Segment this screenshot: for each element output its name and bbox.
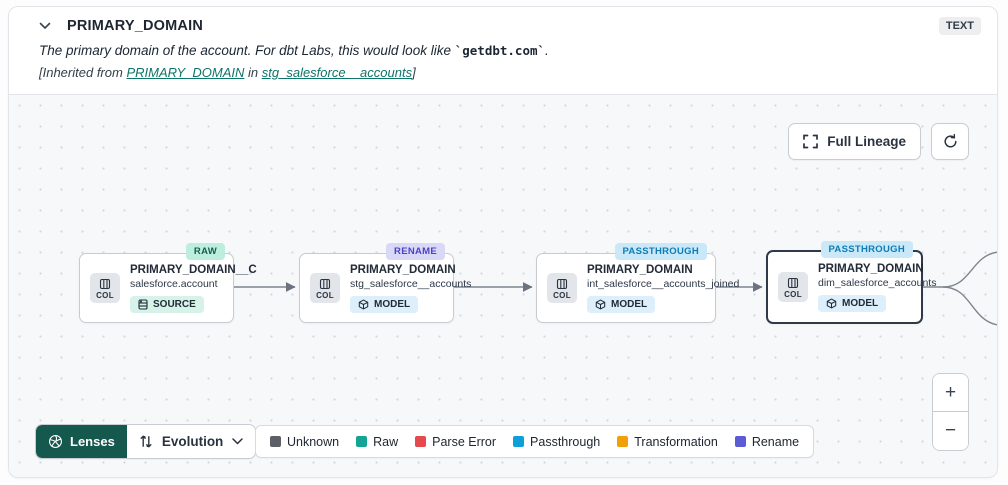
legend-item: Passthrough	[513, 435, 600, 449]
description-period: .	[545, 43, 549, 58]
lens-selector-dropdown[interactable]: Evolution	[126, 425, 256, 458]
legend-label: Unknown	[287, 434, 340, 449]
node-model-name: stg_salesforce__accounts	[350, 277, 472, 290]
expand-icon	[803, 134, 819, 149]
lens-selected-label: Evolution	[161, 434, 224, 449]
inherited-middle: in	[244, 65, 262, 80]
legend-swatch	[356, 436, 368, 447]
column-icon	[787, 277, 799, 289]
col-label: COL	[96, 291, 114, 300]
resource-type-label: MODEL	[374, 298, 411, 310]
legend-swatch	[415, 436, 427, 447]
chevron-down-icon	[232, 438, 244, 445]
legend-label: Rename	[751, 434, 800, 449]
legend-item: Unknown	[270, 435, 339, 449]
full-lineage-button[interactable]: Full Lineage	[788, 123, 921, 160]
column-kind-chip: COL	[90, 273, 120, 303]
zoom-out-button[interactable]: −	[933, 412, 968, 450]
resource-type-label: SOURCE	[153, 298, 196, 310]
inherited-suffix: ]	[412, 65, 416, 80]
legend-swatch	[513, 436, 525, 447]
lenses-button[interactable]: Lenses	[36, 425, 127, 458]
inherited-model-link[interactable]: stg_salesforce__accounts	[261, 65, 413, 80]
resource-type-badge: MODEL	[587, 295, 656, 313]
node-column-name: PRIMARY_DOMAIN__C	[130, 263, 257, 276]
source-icon	[138, 298, 148, 310]
column-name-title: PRIMARY_DOMAIN	[67, 18, 203, 34]
resource-type-label: MODEL	[842, 297, 879, 309]
legend-item: Raw	[356, 435, 398, 449]
column-icon	[556, 278, 568, 290]
lineage-edges	[234, 251, 997, 326]
zoom-controls: + −	[932, 373, 969, 451]
col-label: COL	[553, 291, 571, 300]
full-lineage-label: Full Lineage	[827, 134, 906, 149]
legend-swatch	[617, 436, 629, 447]
model-icon	[358, 299, 369, 309]
legend-label: Parse Error	[432, 434, 497, 449]
zoom-in-button[interactable]: +	[933, 374, 968, 412]
status-badge: PASSTHROUGH	[614, 243, 707, 260]
status-badge: RAW	[185, 243, 225, 260]
lineage-canvas[interactable]: Full Lineage RAW COL PRIMARY_DOMAIN__C s…	[9, 94, 997, 477]
lineage-node-stg[interactable]: RENAME COL PRIMARY_DOMAIN stg_salesforce…	[299, 243, 471, 323]
model-icon	[595, 299, 606, 309]
lineage-node-source[interactable]: RAW COL PRIMARY_DOMAIN__C salesforce.acc…	[79, 243, 257, 323]
column-icon	[99, 278, 111, 290]
legend-label: Transformation	[634, 434, 718, 449]
resource-type-badge: MODEL	[818, 294, 887, 312]
legend-swatch	[270, 436, 281, 447]
resource-type-badge: MODEL	[350, 295, 419, 313]
column-header: PRIMARY_DOMAIN TEXT The primary domain o…	[9, 7, 997, 80]
column-kind-chip: COL	[310, 273, 340, 303]
node-column-name: PRIMARY_DOMAIN	[350, 263, 456, 276]
lenses-control-group: Lenses Evolution	[35, 424, 257, 459]
legend-item: Parse Error	[415, 435, 496, 449]
node-column-name: PRIMARY_DOMAIN	[818, 262, 924, 275]
refresh-button[interactable]	[931, 123, 969, 160]
node-model-name: int_salesforce__accounts_joined	[587, 277, 740, 290]
evolution-icon	[140, 435, 152, 448]
refresh-icon	[942, 133, 959, 150]
model-icon	[826, 298, 837, 308]
legend-item: Transformation	[617, 435, 718, 449]
description-text: The primary domain of the account. For d…	[39, 43, 455, 58]
legend-item: Rename	[734, 434, 800, 449]
collapse-chevron-icon[interactable]	[39, 22, 51, 30]
inherited-column-link[interactable]: PRIMARY_DOMAIN	[126, 65, 245, 80]
column-description: The primary domain of the account. For d…	[39, 43, 981, 58]
resource-type-label: MODEL	[611, 298, 648, 310]
status-badge: PASSTHROUGH	[820, 241, 913, 258]
column-type-badge: TEXT	[938, 17, 981, 35]
node-column-name: PRIMARY_DOMAIN	[587, 263, 693, 276]
lineage-node-int[interactable]: PASSTHROUGH COL PRIMARY_DOMAIN int_sales…	[536, 243, 739, 323]
resource-type-badge: SOURCE	[130, 295, 204, 313]
description-code: `getdbt.com`	[454, 43, 546, 58]
column-kind-chip: COL	[547, 273, 577, 303]
col-label: COL	[316, 291, 334, 300]
lenses-aperture-icon	[49, 435, 62, 448]
column-kind-chip: COL	[778, 272, 808, 302]
legend-swatch	[734, 436, 746, 447]
legend-label: Passthrough	[530, 434, 601, 449]
col-label: COL	[784, 290, 802, 299]
lineage-node-dim-selected[interactable]: PASSTHROUGH COL PRIMARY_DOMAIN dim_sales…	[766, 241, 936, 324]
lenses-label: Lenses	[70, 434, 115, 449]
node-model-name: salesforce.account	[130, 277, 218, 290]
legend-label: Raw	[373, 434, 399, 449]
node-model-name: dim_salesforce_accounts	[818, 276, 937, 289]
column-icon	[319, 278, 331, 290]
inherited-from-line: [Inherited from PRIMARY_DOMAIN in stg_sa…	[39, 65, 981, 80]
status-badge: RENAME	[386, 243, 445, 260]
inherited-prefix: [Inherited from	[39, 65, 127, 80]
status-legend: Unknown Raw Parse Error Passthrough Tran…	[255, 425, 815, 458]
column-lineage-panel: PRIMARY_DOMAIN TEXT The primary domain o…	[8, 6, 998, 478]
